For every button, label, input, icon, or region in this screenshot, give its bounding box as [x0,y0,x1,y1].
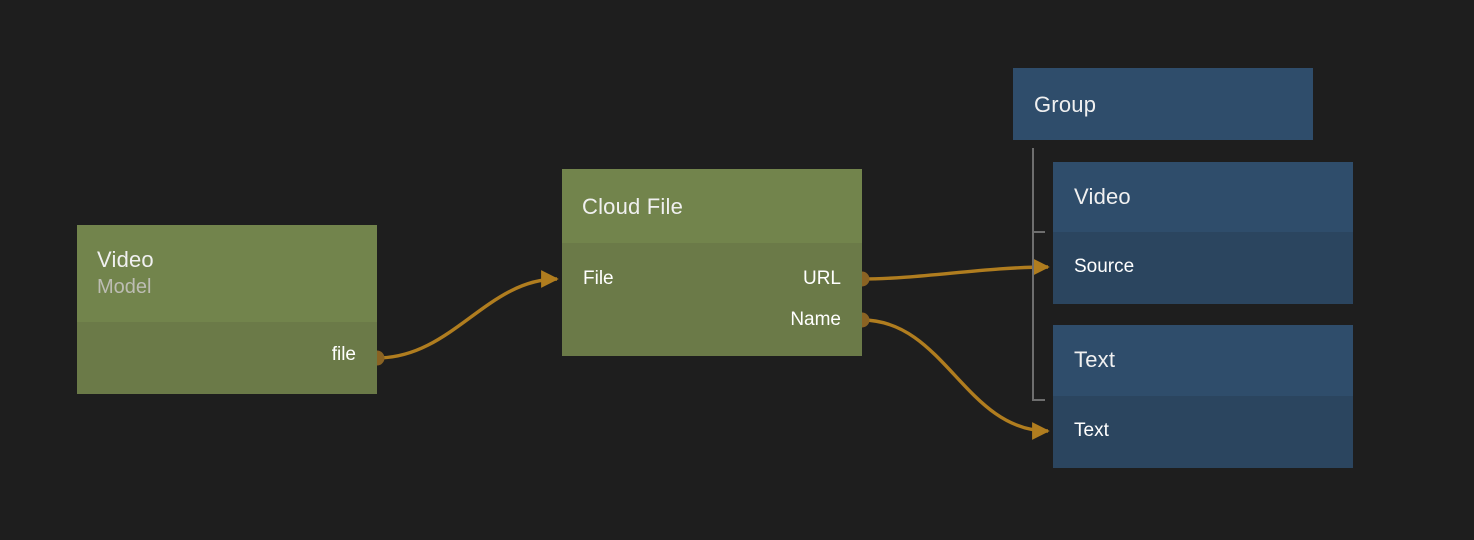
port-cloud-file-file-label[interactable]: File [583,268,614,289]
node-cloud-file-header[interactable]: Cloud File [562,169,862,243]
node-video-model-header[interactable]: Video Model [77,225,377,322]
node-cloud-file[interactable]: Cloud File File URL Name [562,169,862,356]
node-text-ui-body: Text [1053,396,1353,468]
port-video-model-file-label[interactable]: file [331,344,356,365]
edge-cloudfile-url-to-video-source[interactable] [854,258,1050,287]
node-video-model[interactable]: Video Model file [77,225,377,394]
group-tree-line-vertical [1032,148,1034,401]
edge-video-file-to-cloudfile-file[interactable] [369,270,559,366]
node-group[interactable]: Group [1013,68,1313,140]
edge-cloudfile-name-to-text-text[interactable] [854,312,1050,440]
group-tree-branch-video [1032,231,1045,233]
node-video-ui[interactable]: Video Source [1053,162,1353,304]
port-video-ui-source-label[interactable]: Source [1074,256,1135,277]
group-tree-branch-text [1032,399,1045,401]
node-video-model-subtitle: Model [97,276,152,298]
node-video-ui-title: Video [1074,184,1131,209]
node-group-header[interactable]: Group [1013,68,1313,140]
node-text-ui-title: Text [1074,347,1116,372]
node-text-ui-header[interactable]: Text [1053,325,1353,396]
port-text-ui-text-label[interactable]: Text [1074,420,1109,441]
port-cloud-file-name-label[interactable]: Name [790,309,841,330]
node-cloud-file-title: Cloud File [582,194,684,219]
node-video-ui-header[interactable]: Video [1053,162,1353,232]
node-video-model-title: Video [97,247,154,272]
node-video-model-body: file [77,322,377,394]
port-cloud-file-url-label[interactable]: URL [802,268,841,289]
node-video-ui-body: Source [1053,232,1353,304]
node-cloud-file-body: File URL Name [562,243,862,356]
node-text-ui[interactable]: Text Text [1053,325,1353,468]
node-group-title: Group [1034,92,1097,117]
